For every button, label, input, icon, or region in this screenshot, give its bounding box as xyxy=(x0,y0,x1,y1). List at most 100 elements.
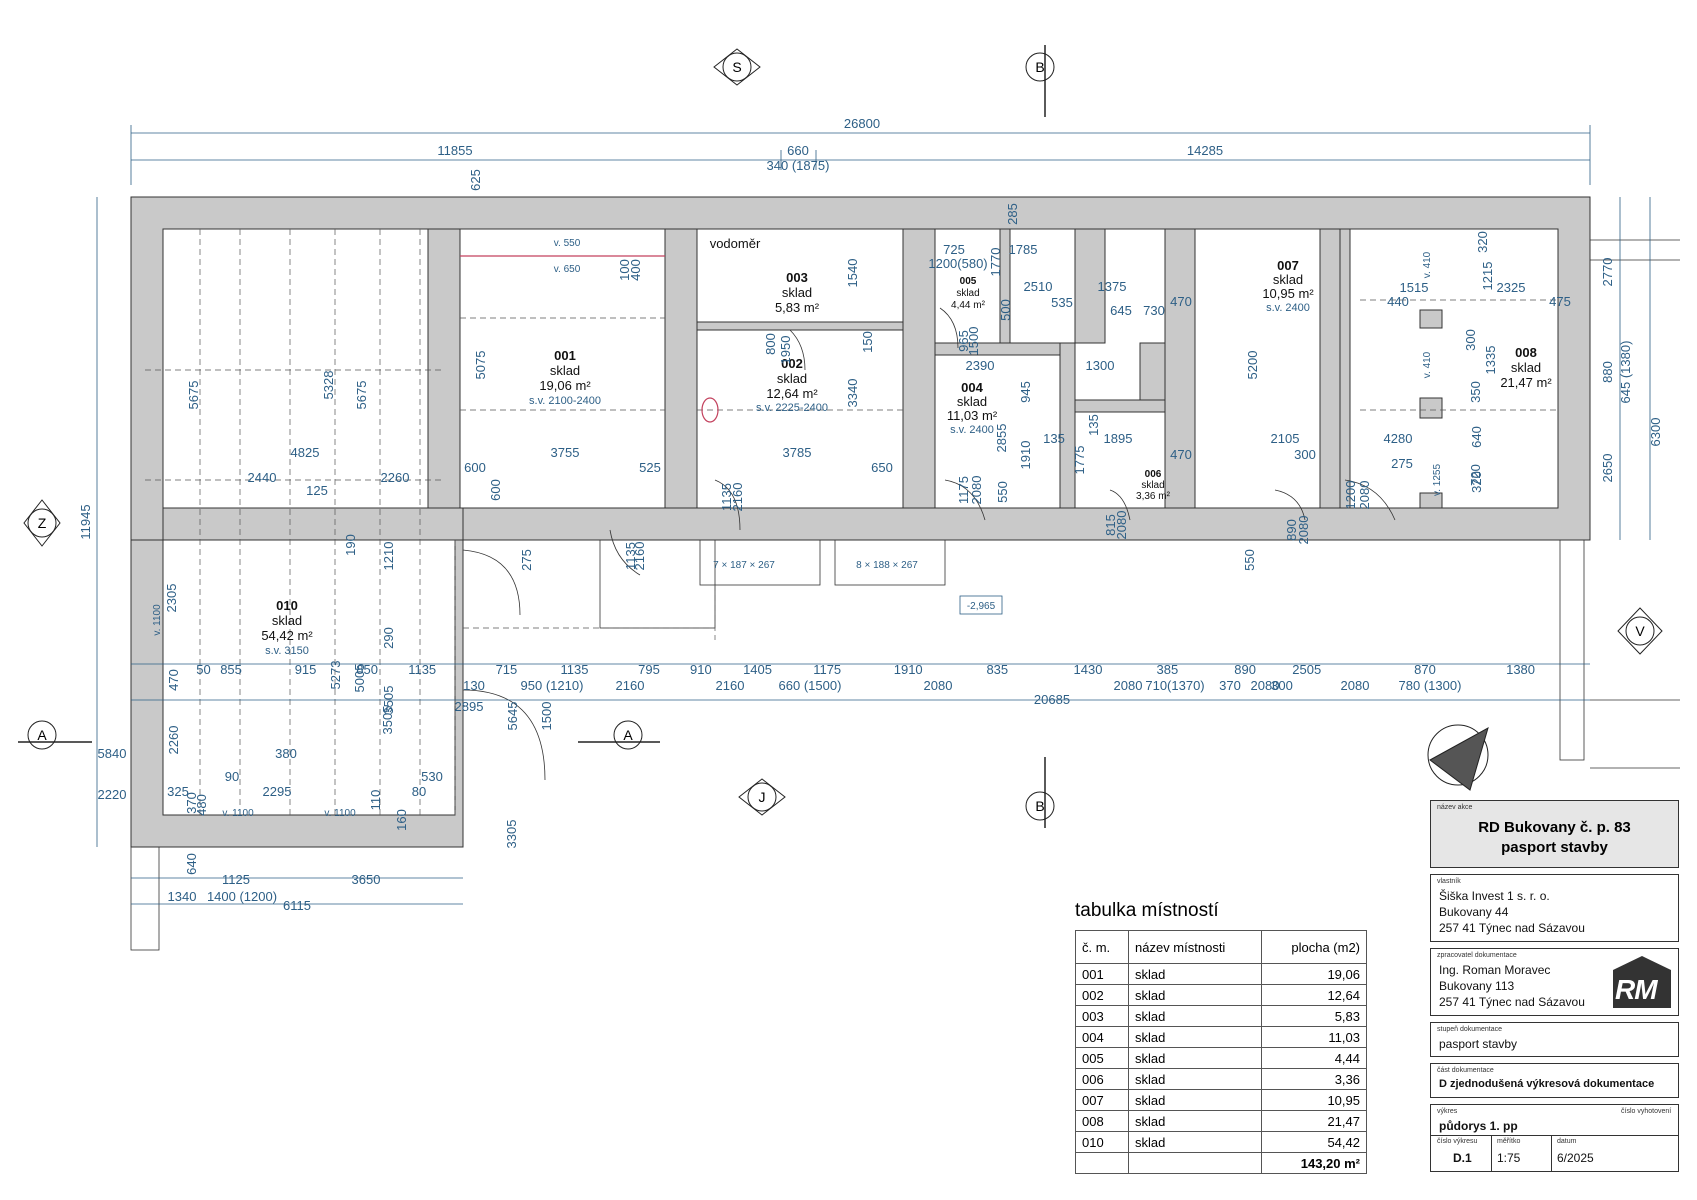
cell-number: 002 xyxy=(1075,984,1129,1006)
dim-inner-67: 1335 xyxy=(1483,346,1498,375)
dim-inner-28: 1785 xyxy=(1009,242,1038,257)
svg-text:v. 1255: v. 1255 xyxy=(1432,464,1443,496)
svg-text:s.v. 3150: s.v. 3150 xyxy=(265,645,309,657)
dim-inner-37: 965 xyxy=(956,330,971,352)
dim-inner-66: 320 xyxy=(1475,231,1490,253)
svg-text:11,03 m²: 11,03 m² xyxy=(947,408,998,423)
dim-inner-55: 2105 xyxy=(1271,431,1300,446)
dim-inner-45: 135 xyxy=(1043,431,1065,446)
dim-inner-41: 1300 xyxy=(1086,358,1115,373)
svg-text:1125: 1125 xyxy=(222,872,250,887)
cell-number: 006 xyxy=(1075,1068,1129,1090)
cell-number: 005 xyxy=(1075,1047,1129,1069)
cell-number: 010 xyxy=(1075,1131,1129,1153)
svg-text:sklad: sklad xyxy=(1511,360,1541,375)
stair-2-label: 8 × 188 × 267 xyxy=(856,560,918,571)
marker-west: Z xyxy=(23,499,61,547)
dim-inner-98: 370 xyxy=(184,792,199,814)
door-arc xyxy=(1109,489,1131,521)
dim-inner-13: 650 xyxy=(871,460,893,475)
col-header-number: č. m. xyxy=(1075,930,1129,964)
dim-inner-84: 3505 xyxy=(381,686,396,715)
svg-text:007: 007 xyxy=(1277,258,1299,273)
drawing-date: 6/2025 xyxy=(1557,1151,1594,1165)
svg-text:v. 1100: v. 1100 xyxy=(152,604,163,636)
misc-labels: v. 550 v. 650 v. 1100 v. 1100 v. 1100 v.… xyxy=(152,238,1443,819)
svg-text:001: 001 xyxy=(554,348,576,363)
dim-inner-22: 2160 xyxy=(632,542,647,571)
dim-inner-24: 400 xyxy=(628,259,643,281)
dim-inner-100: 110 xyxy=(368,790,383,811)
room-001: 001 sklad 19,06 m² s.v. 2100-2400 xyxy=(529,348,601,407)
dim-inner-10: 600 xyxy=(464,460,486,475)
dim-inner-62: 2325 xyxy=(1497,280,1526,295)
dim-inner-86: 3505 xyxy=(380,706,395,735)
dim-inner-39: 500 xyxy=(998,299,1013,321)
svg-text:004: 004 xyxy=(961,380,983,395)
marker-section-a-left: A xyxy=(18,720,92,750)
wall-001-east xyxy=(664,228,698,509)
dim-inner-94: 325 xyxy=(167,784,189,799)
room-008: 008 sklad 21,47 m² xyxy=(1500,345,1552,390)
svg-text:54,42 m²: 54,42 m² xyxy=(261,628,313,643)
dim-inner-27: 725 xyxy=(943,242,965,257)
cell-name: sklad xyxy=(1128,1068,1262,1090)
svg-text:003: 003 xyxy=(786,270,808,285)
svg-text:v. 1100: v. 1100 xyxy=(324,808,356,819)
dim-chain2-7: 710(1370) xyxy=(1145,678,1204,693)
dim-inner-31: 285 xyxy=(1005,203,1020,225)
cell-name: sklad xyxy=(1128,1089,1262,1111)
dim-inner-61: 1515 xyxy=(1400,280,1429,295)
door-arc xyxy=(462,689,546,781)
door-arc xyxy=(789,329,806,371)
cell-area: 4,44 xyxy=(1260,1047,1368,1069)
svg-text:12,64 m²: 12,64 m² xyxy=(766,386,818,401)
svg-text:sklad: sklad xyxy=(272,613,302,628)
dim-inner-99: 480 xyxy=(194,794,209,816)
dim-chain1-16: 2505 xyxy=(1292,662,1321,677)
north-arrow xyxy=(1427,724,1489,791)
svg-text:006: 006 xyxy=(1145,469,1162,480)
door-arc xyxy=(714,479,741,531)
svg-text:sklad: sklad xyxy=(777,371,807,386)
door-arc xyxy=(609,529,641,576)
wall-008-west xyxy=(1339,228,1351,509)
dim-inner-93: 90 xyxy=(225,769,239,784)
dim-inner-25: 600 xyxy=(488,479,503,501)
dim-chain2-4: 660 (1500) xyxy=(779,678,842,693)
south-marker-label: J xyxy=(759,789,766,805)
section-a-mid-label: A xyxy=(623,727,633,743)
dim-inner-78: 190 xyxy=(343,534,358,556)
wall-007-west xyxy=(1164,228,1196,509)
dim-inner-3: 4825 xyxy=(291,445,320,460)
wall-002-east xyxy=(902,228,936,509)
title-block-author: zpracovatel dokumentace Ing. Roman Morav… xyxy=(1430,948,1679,1016)
wall-001-west xyxy=(427,228,461,509)
dim-inner-35: 645 xyxy=(1110,303,1132,318)
svg-text:sklad: sklad xyxy=(782,285,812,300)
cell-name: sklad xyxy=(1128,1110,1262,1132)
dim-inner-11: 525 xyxy=(639,460,661,475)
room-005: 005 sklad 4,44 m² xyxy=(951,276,986,311)
dim-inner-59: 890 xyxy=(1284,519,1299,541)
table-header-row: č. m. název místnosti plocha (m2) xyxy=(1075,930,1368,964)
dim-inner-49: 1175 xyxy=(956,476,971,504)
dim-inner-80: 290 xyxy=(381,627,396,649)
dim-chain2-10: 300 xyxy=(1271,678,1293,693)
dim-inner-32: 2510 xyxy=(1024,279,1053,294)
stair-landing xyxy=(599,539,716,629)
drawing-number: D.1 xyxy=(1453,1151,1472,1165)
dim-inner-42: 945 xyxy=(1018,381,1033,403)
section-b-bottom-label: B xyxy=(1035,798,1044,814)
dim-inner-69: 350 xyxy=(1468,381,1483,403)
title-block-drawing: výkres číslo vyhotovení půdorys 1. pp čí… xyxy=(1430,1104,1679,1172)
vodomer-label: vodoměr xyxy=(710,236,761,251)
dim-inner-23: 100 xyxy=(617,259,632,281)
